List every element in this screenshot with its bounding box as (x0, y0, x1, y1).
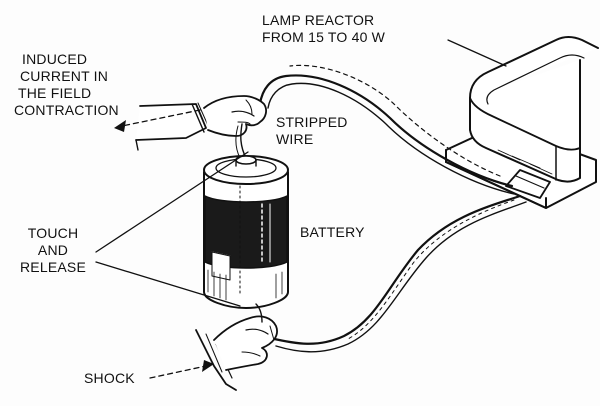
touch-release-label-line-1: TOUCH (27, 225, 79, 241)
induced-current-label: INDUCED CURRENT IN THE FIELD CONTRACTION (14, 51, 119, 119)
touch-release-label-line-3: RELEASE (20, 259, 86, 275)
stripped-wire-label: STRIPPED WIRE (276, 114, 348, 148)
touch-release-label-line-2: AND (37, 242, 69, 258)
touch-release-leaders (95, 151, 249, 307)
lamp-reactor-label: LAMP REACTOR FROM 15 TO 40 W (262, 12, 385, 46)
induced-current-label-line-1: INDUCED (22, 51, 88, 67)
induced-current-label-line-2: CURRENT IN (20, 68, 109, 84)
lamp-reactor (445, 36, 599, 209)
induced-current-arrow (114, 109, 201, 132)
touch-release-label: TOUCH AND RELEASE (20, 225, 86, 276)
wires (258, 64, 527, 353)
lamp-reactor-label-line-1: LAMP REACTOR (262, 12, 375, 28)
lower-hand (195, 303, 278, 391)
induced-current-label-line-3: THE FIELD (18, 85, 92, 101)
shock-label: SHOCK (84, 370, 135, 386)
upper-hand (135, 95, 267, 159)
battery (203, 155, 289, 309)
stripped-wire-label-line-1: STRIPPED (276, 114, 348, 130)
battery-label: BATTERY (300, 224, 365, 240)
reactor-leader-line (447, 39, 507, 67)
shock-arrow (149, 360, 214, 379)
induced-current-label-line-4: CONTRACTION (14, 102, 119, 118)
stripped-wire-label-line-2: WIRE (276, 131, 314, 147)
lamp-reactor-label-line-2: FROM 15 TO 40 W (262, 29, 386, 45)
